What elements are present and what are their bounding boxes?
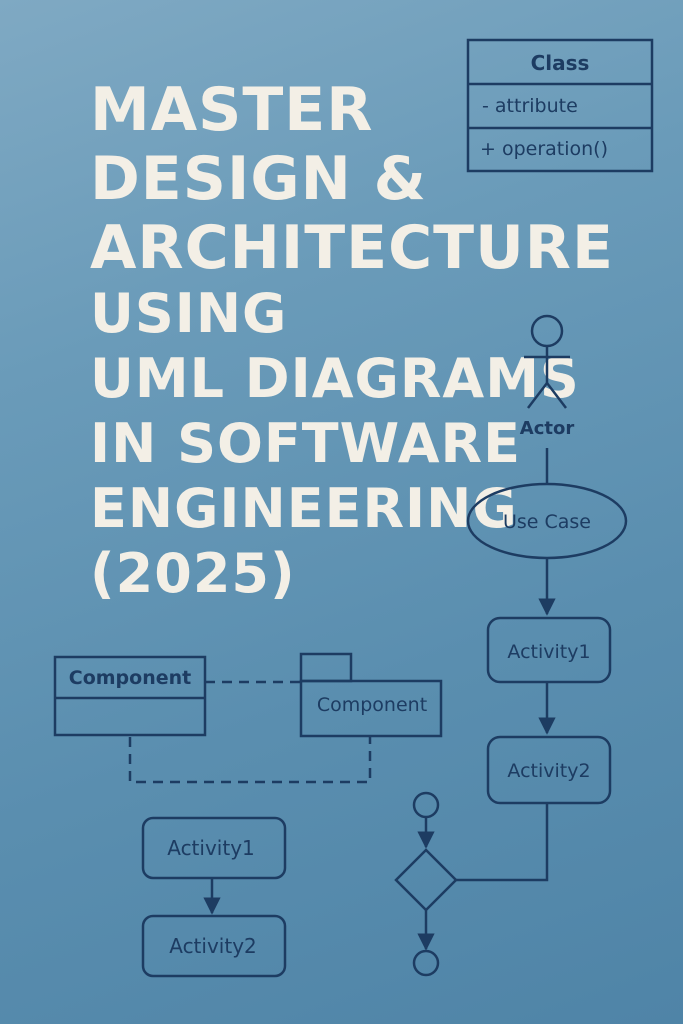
left-activity2-box — [141, 914, 287, 978]
actor-label: Actor — [520, 418, 575, 439]
left-activity1-label: Activity1 — [167, 836, 255, 860]
left-activity2-label: Activity2 — [169, 934, 257, 958]
component-left-outline — [53, 655, 207, 737]
title-line-5: UML DIAGRAMS — [90, 347, 580, 410]
title-line-6: IN SOFTWARE — [90, 412, 522, 475]
class-box: Class - attribute + operation() — [466, 38, 654, 173]
actor-left-leg — [527, 382, 548, 409]
decision-diamond — [394, 848, 458, 912]
title-line-8: (2025) — [90, 542, 296, 605]
left-activity1-box — [141, 816, 287, 880]
class-name: Class — [531, 51, 590, 75]
title-line-4: USING — [90, 282, 288, 345]
actor-figure — [524, 314, 570, 409]
component-right-label: Component — [317, 694, 427, 716]
component-right-tab — [299, 652, 353, 683]
class-box-outline — [466, 38, 654, 173]
use-case-label: Use Case — [503, 511, 591, 533]
component-left: Component — [53, 655, 207, 737]
actor-right-leg — [546, 382, 567, 409]
component-left-label: Component — [69, 667, 191, 689]
component-right: Component — [299, 652, 443, 738]
right-activity1-box — [486, 616, 612, 684]
title-line-3: ARCHITECTURE — [90, 213, 614, 283]
actor-head — [530, 314, 564, 348]
class-attribute: - attribute — [482, 95, 578, 117]
title-line-7: ENGINEERING — [90, 477, 518, 540]
title-line-2: DESIGN & — [90, 144, 428, 214]
title-line-1: MASTER — [90, 75, 374, 145]
right-activity2-label: Activity2 — [507, 760, 590, 782]
start-node — [412, 791, 440, 819]
right-activity2-box — [486, 735, 612, 805]
right-activity1-label: Activity1 — [507, 641, 590, 663]
end-node — [412, 949, 440, 977]
component-bottom-dashed-link — [128, 737, 372, 784]
cover-title: MASTER DESIGN & ARCHITECTURE USING UML D… — [90, 80, 614, 612]
class-operation: + operation() — [480, 138, 608, 160]
component-right-outline — [299, 679, 443, 738]
activity2-to-decision-line — [456, 803, 549, 882]
